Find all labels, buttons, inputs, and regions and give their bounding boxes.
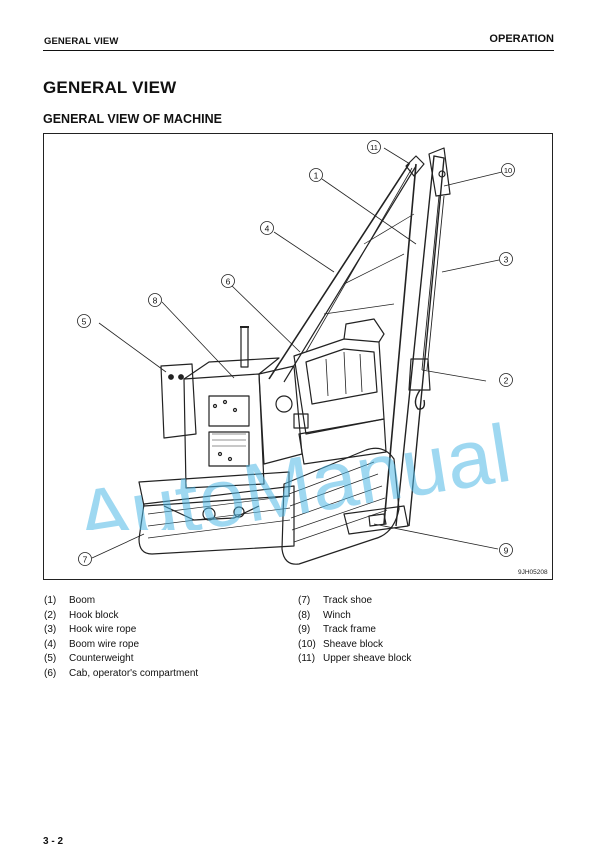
svg-text:2: 2 [504, 375, 509, 385]
callout-7: 7 [78, 552, 92, 566]
front-track [281, 447, 400, 565]
pipelayer-drawing: 1 2 3 4 5 6 7 8 9 10 11 9JH05208 [77, 140, 548, 576]
legend-item: (3)Hook wire rope [44, 624, 137, 636]
callout-4: 4 [260, 221, 274, 235]
page-number: 3 - 2 [43, 836, 64, 847]
legend-item: (1)Boom [44, 595, 96, 606]
svg-text:6: 6 [226, 276, 231, 286]
leader-3 [441, 259, 500, 273]
figure-code: 9JH05208 [518, 569, 548, 576]
upper-sheave [405, 155, 425, 177]
running-header-section: GENERAL VIEW [44, 36, 119, 47]
running-header-chapter: OPERATION [489, 33, 554, 45]
svg-text:11: 11 [370, 143, 378, 152]
legend-item: (2)Hook block [44, 609, 119, 621]
svg-text:9: 9 [504, 545, 509, 555]
svg-text:10: 10 [504, 166, 512, 175]
callout-10: 10 [501, 163, 515, 177]
leader-8 [161, 301, 235, 379]
legend-item: (6)Cab, operator's compartment [44, 667, 199, 679]
legend-item: (9)Track frame [298, 624, 376, 636]
legend-item: (4)Boom wire rope [44, 638, 140, 650]
svg-text:8: 8 [153, 295, 158, 305]
svg-text:4: 4 [265, 223, 270, 233]
callout-5: 5 [77, 314, 91, 328]
legend-item: (7)Track shoe [298, 595, 373, 606]
callout-9: 9 [499, 543, 513, 557]
callout-6: 6 [221, 274, 235, 288]
legend-right: (7)Track shoe (8)Winch (9)Track frame (1… [298, 594, 411, 667]
legend-item: (11)Upper sheave block [298, 653, 412, 665]
machine-illustration: 1 2 3 4 5 6 7 8 9 10 11 9JH05208 [43, 133, 553, 580]
legend-item: (8)Winch [298, 609, 351, 621]
callout-11: 11 [367, 140, 381, 154]
svg-text:3: 3 [504, 254, 509, 264]
svg-text:1: 1 [314, 170, 319, 180]
boom-leg-right [383, 163, 417, 525]
leader-7 [91, 533, 145, 559]
callout-1: 1 [309, 168, 323, 182]
svg-text:7: 7 [83, 554, 88, 564]
leader-5 [98, 322, 167, 373]
rear-track [138, 485, 295, 555]
leader-1 [321, 178, 417, 245]
legend-left: (1)Boom (2)Hook block (3)Hook wire rope … [44, 594, 198, 682]
leader-11 [383, 147, 411, 165]
legend-item: (10)Sheave block [298, 638, 384, 650]
callout-8: 8 [148, 293, 162, 307]
header-rule [43, 50, 554, 51]
callout-2: 2 [499, 373, 513, 387]
boom-leg-left [268, 163, 410, 380]
leader-10 [443, 171, 503, 187]
callout-3: 3 [499, 252, 513, 266]
section-subtitle: GENERAL VIEW OF MACHINE [43, 112, 222, 126]
cab-body [293, 338, 385, 435]
leader-6 [229, 283, 301, 353]
legend-item: (5)Counterweight [44, 653, 134, 665]
leader-2 [421, 369, 487, 382]
counterweight-block [160, 363, 197, 439]
hook-block-body [408, 358, 431, 391]
svg-text:5: 5 [82, 316, 87, 326]
page-title: GENERAL VIEW [43, 78, 177, 97]
leader-4 [273, 231, 335, 273]
leader-9 [373, 523, 499, 550]
